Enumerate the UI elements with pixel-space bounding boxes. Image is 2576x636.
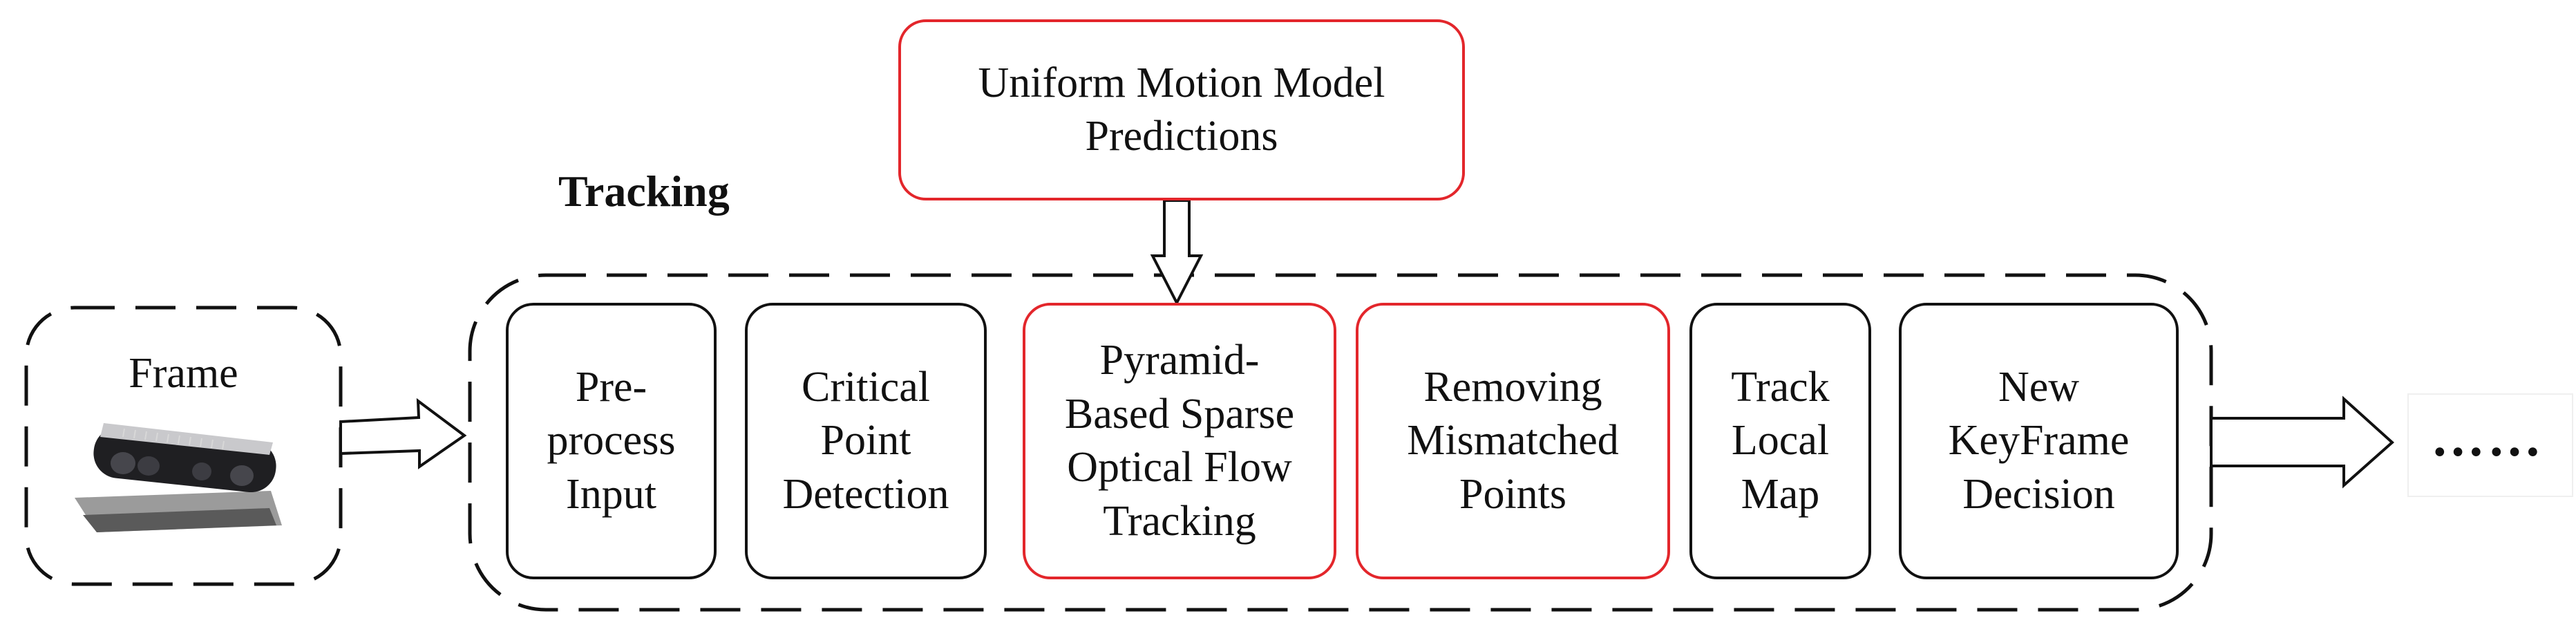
step-pyramid-label: Pyramid- Based Sparse Optical Flow Track… bbox=[1064, 337, 1295, 545]
depth-camera-icon bbox=[75, 423, 282, 532]
step-critical-point-detection: Critical Point Detection bbox=[745, 303, 987, 579]
step-removing-label: Removing Mismatched Points bbox=[1407, 363, 1619, 518]
tracking-to-next-arrow bbox=[2210, 395, 2395, 489]
step-critical-point-label: Critical Point Detection bbox=[782, 363, 949, 518]
step-pyramid-optical-flow: Pyramid- Based Sparse Optical Flow Track… bbox=[1023, 303, 1336, 579]
uniform-motion-box: Uniform Motion Model Predictions bbox=[898, 19, 1465, 200]
step-track-local-label: Track Local Map bbox=[1731, 363, 1830, 518]
step-keyframe-label: New KeyFrame Decision bbox=[1948, 363, 2130, 518]
continuation-frame bbox=[2407, 393, 2573, 497]
motion-to-pyramid-arrow bbox=[1150, 199, 1204, 306]
step-removing-mismatched: Removing Mismatched Points bbox=[1356, 303, 1670, 579]
step-preprocess-input: Pre- process Input bbox=[506, 303, 717, 579]
step-new-keyframe-decision: New KeyFrame Decision bbox=[1899, 303, 2179, 579]
uniform-motion-label: Uniform Motion Model Predictions bbox=[978, 59, 1385, 160]
frame-to-tracking-arrow bbox=[339, 398, 467, 469]
frame-label: Frame bbox=[129, 350, 238, 397]
tracking-label: Tracking bbox=[558, 167, 730, 216]
step-track-local-map: Track Local Map bbox=[1689, 303, 1871, 579]
continuation-ellipsis: …… bbox=[2431, 407, 2544, 467]
step-preprocess-label: Pre- process Input bbox=[547, 363, 676, 518]
